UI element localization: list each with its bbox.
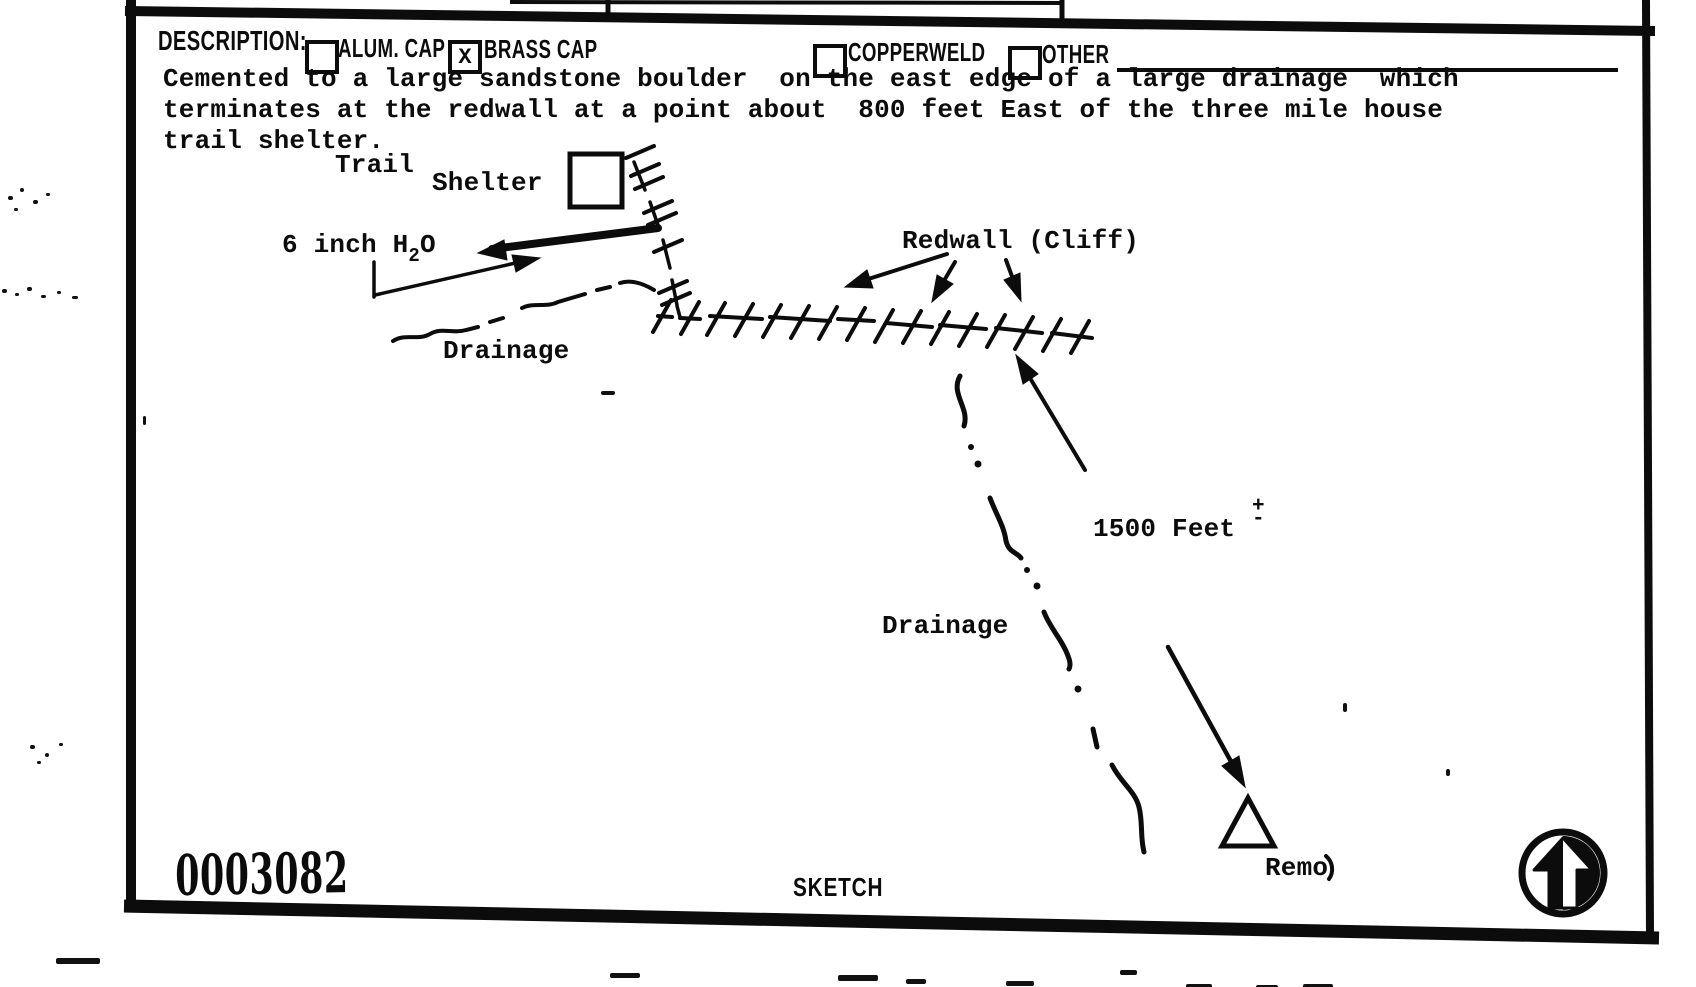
checkbox-brass-cap[interactable]: X (448, 40, 482, 74)
label-brass-cap: BRASS CAP (484, 34, 598, 64)
scan-speck (1256, 985, 1278, 987)
form-frame (123, 0, 1660, 945)
plus-glyph: + (1252, 495, 1265, 518)
sketch-drawing (372, 144, 1335, 881)
scan-speck (1186, 984, 1212, 987)
pipe-line (488, 224, 662, 253)
scan-speck (46, 193, 50, 196)
serial-number-stamp: 0003082 (175, 840, 349, 909)
scan-speck (601, 391, 615, 395)
scan-speck (838, 975, 878, 981)
scan-speck (1303, 984, 1333, 987)
description-label: DESCRIPTION: (158, 25, 307, 56)
scan-speck (56, 958, 100, 964)
pipe-label-subscript: 2 (408, 245, 421, 267)
scan-speck (610, 973, 640, 978)
scan-speck (1343, 703, 1347, 712)
scan-speck (1120, 970, 1137, 975)
description-line: trail shelter. (163, 126, 385, 156)
description-line: Cemented to a large sandstone boulder on… (163, 64, 1459, 94)
description-line: terminates at the redwall at a point abo… (163, 95, 1444, 125)
pipe-arrowhead (476, 239, 508, 261)
north-arrow-icon (1518, 828, 1608, 918)
pipe-label-oxygen: O (420, 230, 436, 260)
scan-speck (45, 753, 49, 757)
minus-glyph: - (1252, 508, 1265, 531)
scan-speck (906, 979, 926, 984)
drainage-upper-label: Drainage (443, 336, 570, 366)
trail-ticks (624, 144, 692, 307)
scan-speck (72, 296, 78, 299)
scan-speck (2, 289, 7, 293)
scan-speck (8, 196, 13, 200)
pipe-label: 6 inch H2O (282, 230, 436, 267)
scan-speck (27, 287, 32, 291)
shelter-label: Shelter (432, 168, 543, 198)
redwall-label: Redwall (Cliff) (902, 226, 1140, 256)
scan-speck (15, 293, 19, 296)
scan-speck (143, 416, 146, 425)
pipe-label-text: 6 inch H (282, 230, 409, 260)
checkbox-copperweld[interactable] (813, 44, 847, 78)
scan-speck (30, 745, 35, 749)
leader-arrowhead (511, 254, 542, 273)
scan-speck (37, 761, 41, 764)
label-copperweld: COPPERWELD (848, 37, 986, 67)
trail-label: Trail (335, 150, 415, 180)
scan-speck (41, 295, 46, 298)
label-other: OTHER (1042, 39, 1110, 69)
shelter-box-symbol (567, 151, 625, 210)
checkbox-alum-cap[interactable] (305, 40, 339, 74)
scan-speck (1446, 769, 1450, 776)
scan-speck (59, 743, 63, 746)
checkbox-brass-cap-mark: X (458, 44, 472, 70)
cliff-ticks (651, 298, 1091, 355)
scan-speck (14, 208, 18, 211)
scan-speck (20, 188, 24, 192)
station-label: Remo (1265, 853, 1329, 883)
plus-minus-symbol: + - (1252, 495, 1265, 531)
distance-label: 1500 Feet (1093, 514, 1236, 544)
scan-speck (33, 200, 38, 204)
scan-speck (1006, 981, 1034, 986)
scan-speck (57, 291, 61, 294)
sketch-section-label: SKETCH (793, 872, 884, 902)
label-alum-cap: ALUM. CAP (338, 33, 446, 63)
checkbox-other[interactable] (1008, 46, 1042, 80)
station-triangle-symbol (1217, 792, 1279, 849)
drainage-lower-label: Drainage (882, 611, 1009, 641)
